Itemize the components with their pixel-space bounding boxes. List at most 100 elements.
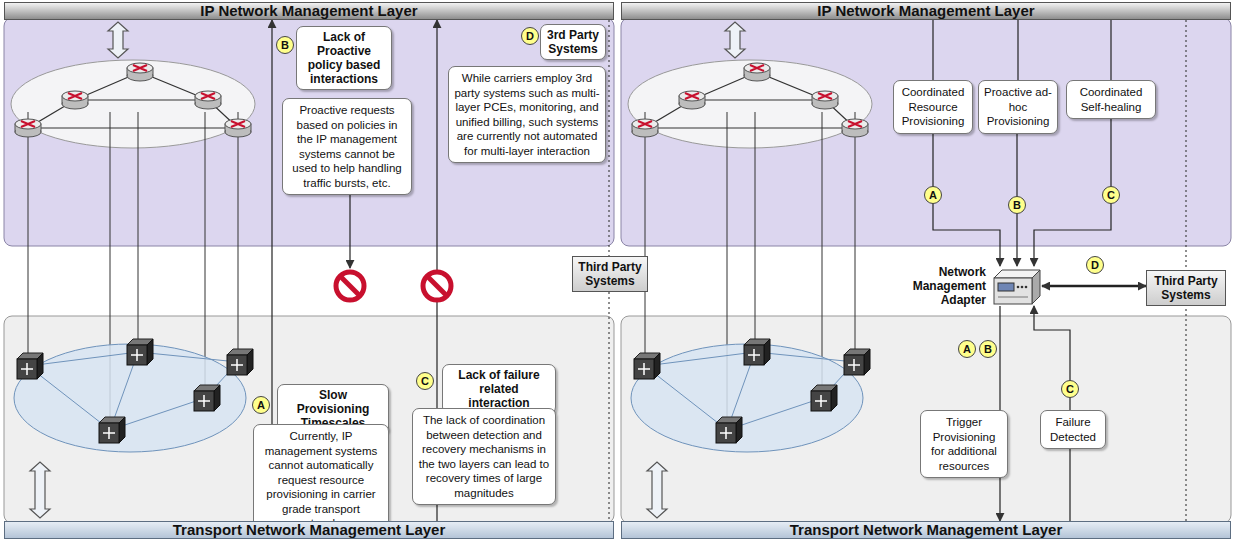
connector bbox=[1034, 119, 1111, 266]
router-links bbox=[75, 99, 208, 100]
callout-letter: C bbox=[1102, 186, 1120, 204]
callout-letter: B bbox=[1008, 196, 1026, 214]
issue-heading: Lack of failure related interaction bbox=[442, 364, 556, 414]
callout-letter: B bbox=[276, 36, 294, 54]
connector bbox=[1042, 285, 1146, 288]
double-arrow bbox=[725, 22, 745, 58]
interlayer-link bbox=[238, 112, 239, 362]
switch-icon bbox=[716, 417, 742, 443]
function-box: Coordinated Resource Provisioning bbox=[893, 80, 973, 134]
switch-icon bbox=[227, 349, 253, 375]
callout-letter-text: A bbox=[253, 397, 269, 413]
callout-letter: D bbox=[521, 27, 539, 45]
node-text: Proactive requests based on policies in … bbox=[287, 103, 407, 190]
connector bbox=[1185, 306, 1186, 521]
connector bbox=[608, 20, 609, 256]
router-icon bbox=[225, 119, 251, 137]
double-arrow bbox=[108, 22, 128, 58]
callout-letter-text: D bbox=[522, 28, 538, 44]
callout-letter: C bbox=[1061, 380, 1079, 398]
switch-icon bbox=[744, 339, 770, 365]
transport-network-cloud bbox=[14, 344, 246, 452]
switch-icon bbox=[811, 385, 837, 411]
layer-bar: Transport Network Management Layer bbox=[4, 521, 614, 539]
callout-letter-text: A bbox=[925, 187, 941, 203]
callout-letter-text: C bbox=[417, 373, 433, 389]
node-text: Coordinated Resource Provisioning bbox=[898, 85, 968, 129]
blocked-request-line bbox=[349, 195, 350, 268]
router-links bbox=[28, 72, 238, 128]
node-text: Lack of failure related interaction bbox=[447, 368, 551, 410]
router-icon bbox=[195, 91, 221, 109]
interlayer-link bbox=[138, 112, 139, 352]
node-text: Network Management Adapter bbox=[890, 265, 986, 307]
adapter-device: Network Management Adapter bbox=[992, 266, 1042, 306]
node-text: 3rd Party Systems bbox=[545, 28, 601, 56]
callout-letter: C bbox=[416, 372, 434, 390]
router-icon bbox=[842, 119, 868, 137]
layer-bar: Transport Network Management Layer bbox=[621, 521, 1231, 539]
callout-letter: A bbox=[958, 340, 976, 358]
ip-network-cloud bbox=[11, 60, 255, 148]
double-arrow bbox=[647, 462, 667, 518]
function-box: Coordinated Self-healing bbox=[1066, 80, 1156, 119]
connector bbox=[1185, 20, 1186, 270]
node-text: Failure Detected bbox=[1045, 415, 1101, 444]
layer-bar: IP Network Management Layer bbox=[4, 2, 614, 20]
node-text: Transport Network Management Layer bbox=[622, 522, 1230, 538]
node-text: While carriers employ 3rd party systems … bbox=[453, 71, 601, 158]
interlayer-link bbox=[822, 112, 823, 398]
issue-description: Proactive requests based on policies in … bbox=[282, 98, 412, 195]
node-text: Third Party Systems bbox=[1149, 274, 1223, 302]
action-box: Failure Detected bbox=[1040, 410, 1106, 449]
callout-letter-text: A bbox=[959, 341, 975, 357]
function-box: Proactive ad-hoc Provisioning bbox=[978, 80, 1058, 134]
switch-link bbox=[28, 352, 138, 366]
third-party-box: Third Party Systems bbox=[572, 256, 648, 292]
prohibition-sign bbox=[423, 272, 451, 300]
node-text: Transport Network Management Layer bbox=[5, 522, 613, 538]
issue-heading: 3rd Party Systems bbox=[540, 24, 606, 60]
switch-icon bbox=[99, 417, 125, 443]
double-arrow bbox=[30, 462, 50, 518]
node-text: Currently, IP management systems cannot … bbox=[258, 429, 384, 531]
third-party-box: Third Party Systems bbox=[1146, 270, 1226, 306]
router-icon bbox=[679, 91, 705, 109]
connector bbox=[932, 20, 933, 80]
router-icon bbox=[744, 63, 770, 81]
ip-layer-region bbox=[621, 18, 1231, 246]
router-icon bbox=[632, 119, 658, 137]
adapter-icon bbox=[992, 266, 1042, 306]
connector bbox=[608, 292, 609, 521]
callout-letter-text: B bbox=[1009, 197, 1025, 213]
callout-letter-text: C bbox=[1103, 187, 1119, 203]
ip-layer-region bbox=[4, 18, 614, 246]
node-text: Third Party Systems bbox=[575, 260, 645, 288]
switch-icon bbox=[634, 353, 660, 379]
callout-letter: A bbox=[252, 396, 270, 414]
callout-letter: A bbox=[924, 186, 942, 204]
interlayer-link bbox=[755, 112, 756, 352]
router-icon bbox=[62, 91, 88, 109]
router-links bbox=[692, 99, 825, 100]
node-text: The lack of coordination between detecti… bbox=[417, 413, 551, 500]
node-text: Trigger Provisioning for additional reso… bbox=[925, 415, 1003, 473]
router-icon bbox=[812, 91, 838, 109]
interlayer-link bbox=[205, 112, 206, 398]
prohibition-sign bbox=[336, 272, 364, 300]
callout-letter: B bbox=[979, 340, 997, 358]
layer-panel bbox=[621, 18, 1231, 523]
interlayer-link bbox=[855, 112, 856, 362]
interlayer-link bbox=[645, 112, 646, 366]
issue-description: While carriers employ 3rd party systems … bbox=[448, 66, 606, 163]
layer-bar: IP Network Management Layer bbox=[621, 2, 1231, 20]
transport-layer-region bbox=[621, 316, 1231, 523]
issue-description: The lack of coordination between detecti… bbox=[412, 408, 556, 505]
issue-description: Currently, IP management systems cannot … bbox=[253, 424, 389, 536]
callout-letter-text: B bbox=[277, 37, 293, 53]
callout-letter-text: C bbox=[1062, 381, 1078, 397]
node-text: Proactive ad-hoc Provisioning bbox=[983, 85, 1053, 129]
router-links bbox=[645, 72, 855, 128]
switch-icon bbox=[17, 353, 43, 379]
router-icon bbox=[127, 63, 153, 81]
